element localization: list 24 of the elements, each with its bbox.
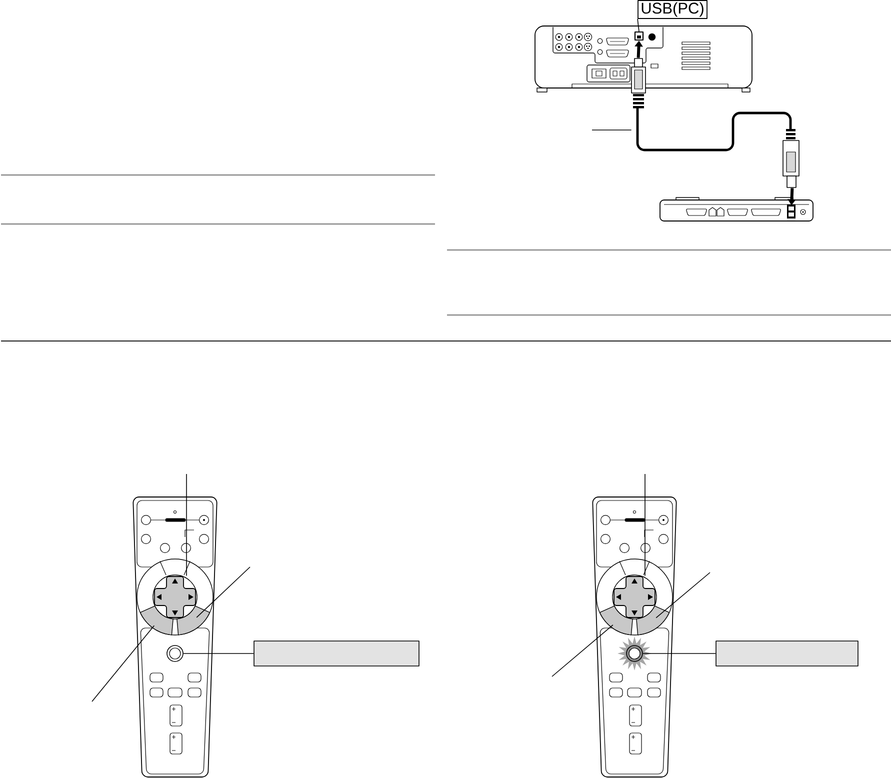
leader-line [656,572,710,618]
leader-line [186,474,187,576]
arc-button [176,606,210,636]
leader-line [637,18,640,32]
label-box [716,640,858,666]
port-label: USB(PC) [638,0,708,19]
leader-line [183,653,254,654]
round-button [166,645,184,662]
glowing-button [618,636,652,670]
leader-line [552,624,614,677]
label-box [254,640,420,666]
leader-line [644,474,646,576]
direction-pad [154,576,196,618]
direction-pad [614,576,656,618]
usb-port [634,31,644,41]
leader-line [92,625,155,702]
arc-button [140,606,174,636]
arc-button [599,606,633,636]
projector-drawing [534,26,752,92]
arc-button [636,606,670,636]
leader-line [642,653,716,654]
leader-line [196,566,250,618]
laptop-drawing [660,197,814,222]
cable-drawing [631,58,800,188]
